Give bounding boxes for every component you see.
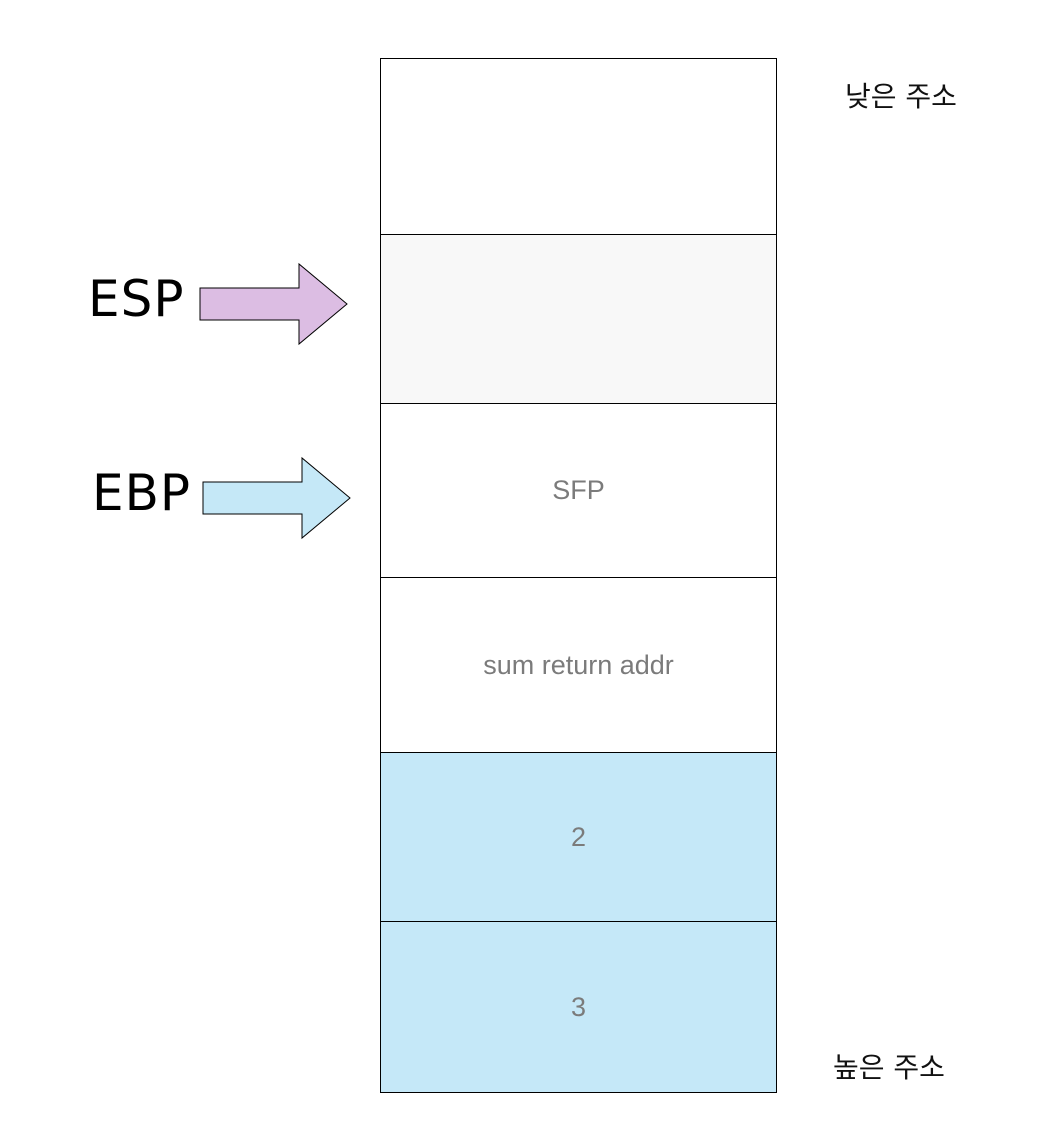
ebp-label: EBP	[92, 464, 192, 522]
stack-cell-1	[381, 235, 776, 404]
high-address-label: 높은 주소	[833, 1051, 945, 1084]
stack-cell-sfp-text: SFP	[552, 475, 605, 505]
low-address-label: 낮은 주소	[845, 80, 957, 113]
stack-frame: SFP sum return addr 2 3	[380, 58, 777, 1093]
stack-cell-arg-2: 2	[381, 753, 776, 922]
esp-label: ESP	[88, 270, 185, 328]
ebp-arrow-icon	[202, 456, 351, 540]
stack-cell-0	[381, 59, 776, 235]
stack-cell-return-addr-text: sum return addr	[483, 649, 674, 680]
stack-cell-arg-3: 3	[381, 922, 776, 1093]
esp-arrow-icon	[199, 262, 348, 346]
stack-cell-sfp: SFP	[381, 404, 776, 578]
stack-cell-arg-3-text: 3	[570, 991, 587, 1022]
stack-cell-arg-2-text: 2	[570, 821, 587, 852]
stack-cell-return-addr: sum return addr	[381, 578, 776, 753]
